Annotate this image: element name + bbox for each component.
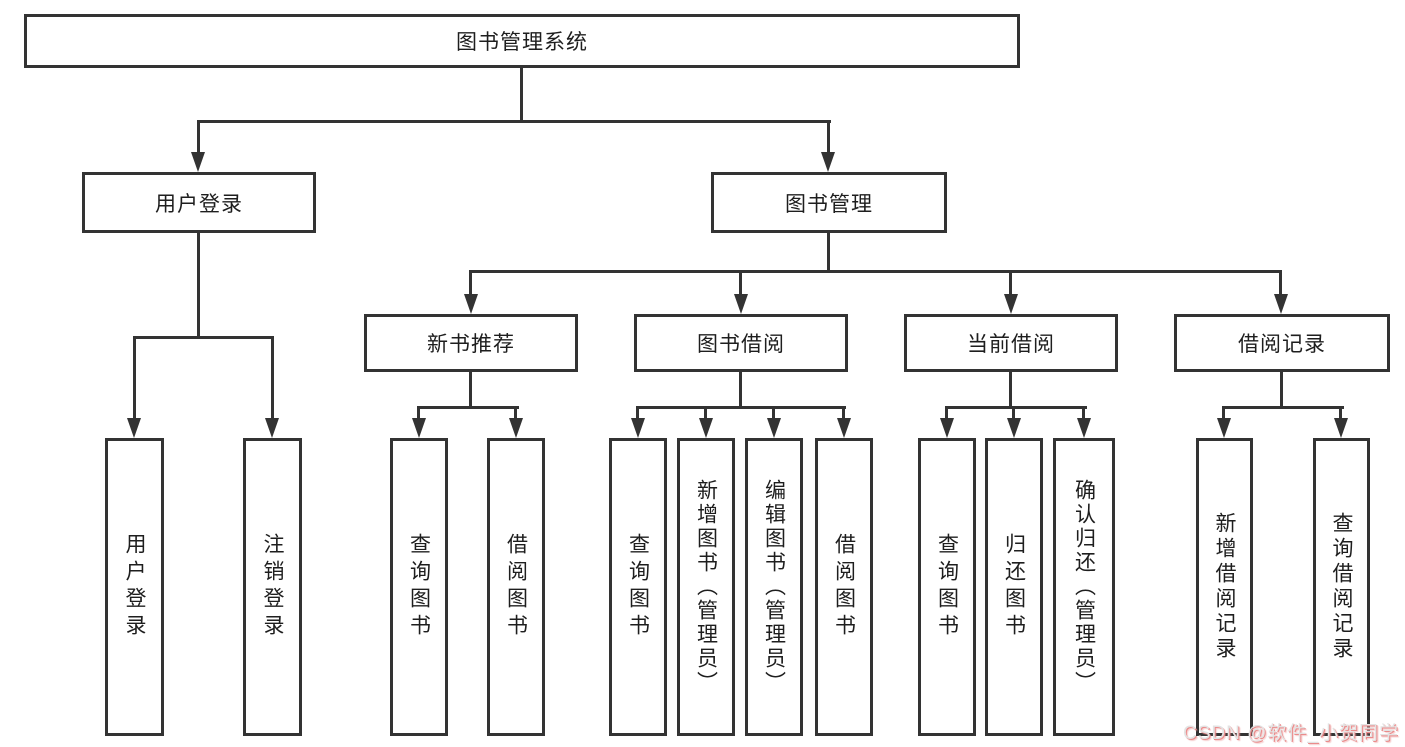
arrowhead-icon: [631, 418, 645, 438]
leaf-add-borrow-record: 新增借阅记录: [1196, 438, 1253, 736]
leaf-label: 借阅图书: [832, 533, 856, 641]
connector-line: [636, 406, 846, 409]
connector-line: [417, 406, 519, 409]
connector-line: [197, 120, 831, 123]
leaf-label: 新增图书（管理员）: [694, 479, 718, 695]
node-library-system: 图书管理系统: [24, 14, 1020, 68]
connector-line: [827, 233, 830, 273]
leaf-label: 查询图书: [626, 533, 650, 641]
node-borrow-record: 借阅记录: [1174, 314, 1390, 372]
connector-line: [772, 406, 775, 420]
arrowhead-icon: [1077, 418, 1091, 438]
connector-line: [827, 120, 830, 154]
leaf-label: 注销登录: [261, 533, 284, 641]
connector-line: [739, 372, 742, 409]
connector-line: [197, 233, 200, 339]
arrowhead-icon: [265, 418, 279, 438]
connector-line: [704, 406, 707, 420]
arrowhead-icon: [464, 294, 478, 314]
arrowhead-icon: [1334, 418, 1348, 438]
arrowhead-icon: [191, 152, 205, 172]
node-label: 图书管理: [785, 192, 873, 216]
node-label: 图书管理系统: [456, 31, 588, 54]
node-new-book-recommend: 新书推荐: [364, 314, 578, 372]
leaf-borrow-book-recommend: 借阅图书: [487, 438, 545, 736]
node-label: 当前借阅: [967, 333, 1055, 356]
connector-line: [1279, 270, 1282, 296]
connector-line: [1222, 406, 1225, 420]
leaf-label: 归还图书: [1002, 533, 1026, 641]
leaf-label: 新增借阅记录: [1213, 512, 1236, 662]
connector-line: [636, 406, 639, 420]
connector-line: [1339, 406, 1342, 420]
connector-line: [1009, 270, 1012, 296]
arrowhead-icon: [821, 152, 835, 172]
leaf-label: 查询图书: [935, 533, 959, 641]
leaf-label: 查询图书: [407, 533, 431, 641]
arrowhead-icon: [412, 418, 426, 438]
leaf-label: 编辑图书（管理员）: [762, 479, 786, 695]
connector-line: [945, 406, 1087, 409]
connector-line: [739, 270, 742, 296]
leaf-logout: 注销登录: [243, 438, 302, 736]
connector-line: [469, 372, 472, 409]
leaf-query-book-borrow: 查询图书: [609, 438, 667, 736]
connector-line: [1082, 406, 1085, 420]
connector-line: [469, 270, 1281, 273]
leaf-user-login: 用户登录: [105, 438, 164, 736]
leaf-label: 用户登录: [123, 533, 146, 641]
arrowhead-icon: [127, 418, 141, 438]
watermark: CSDN @软件_小贺同学: [1183, 723, 1399, 744]
leaf-edit-book-admin: 编辑图书（管理员）: [745, 438, 803, 736]
leaf-confirm-return-admin: 确认归还（管理员）: [1053, 438, 1115, 736]
connector-line: [417, 406, 420, 420]
connector-line: [1012, 406, 1015, 420]
leaf-return-book: 归还图书: [985, 438, 1043, 736]
connector-line: [133, 336, 136, 420]
connector-line: [1009, 372, 1012, 409]
connector-line: [197, 120, 200, 154]
arrowhead-icon: [1004, 294, 1018, 314]
connector-line: [271, 336, 274, 420]
connector-line: [842, 406, 845, 420]
arrowhead-icon: [837, 418, 851, 438]
node-label: 图书借阅: [697, 333, 785, 356]
connector-line: [520, 68, 523, 123]
node-book-management: 图书管理: [711, 172, 947, 233]
leaf-label: 查询借阅记录: [1330, 512, 1353, 662]
connector-line: [469, 270, 472, 296]
arrowhead-icon: [940, 418, 954, 438]
connector-line: [133, 336, 274, 339]
arrowhead-icon: [509, 418, 523, 438]
leaf-label: 借阅图书: [504, 533, 528, 641]
node-label: 借阅记录: [1238, 333, 1326, 356]
node-label: 新书推荐: [427, 333, 515, 356]
connector-line: [514, 406, 517, 420]
node-user-login: 用户登录: [82, 172, 316, 233]
node-current-borrow: 当前借阅: [904, 314, 1118, 372]
arrowhead-icon: [1217, 418, 1231, 438]
connector-line: [945, 406, 948, 420]
connector-line: [1222, 406, 1344, 409]
arrowhead-icon: [1007, 418, 1021, 438]
leaf-query-book-current: 查询图书: [918, 438, 976, 736]
connector-line: [1280, 372, 1283, 409]
leaf-query-borrow-record: 查询借阅记录: [1313, 438, 1370, 736]
node-book-borrow: 图书借阅: [634, 314, 848, 372]
leaf-label: 确认归还（管理员）: [1072, 479, 1096, 695]
leaf-add-book-admin: 新增图书（管理员）: [677, 438, 735, 736]
leaf-borrow-book: 借阅图书: [815, 438, 873, 736]
arrowhead-icon: [767, 418, 781, 438]
arrowhead-icon: [1274, 294, 1288, 314]
arrowhead-icon: [734, 294, 748, 314]
leaf-query-book-recommend: 查询图书: [390, 438, 448, 736]
arrowhead-icon: [699, 418, 713, 438]
node-label: 用户登录: [155, 192, 243, 216]
